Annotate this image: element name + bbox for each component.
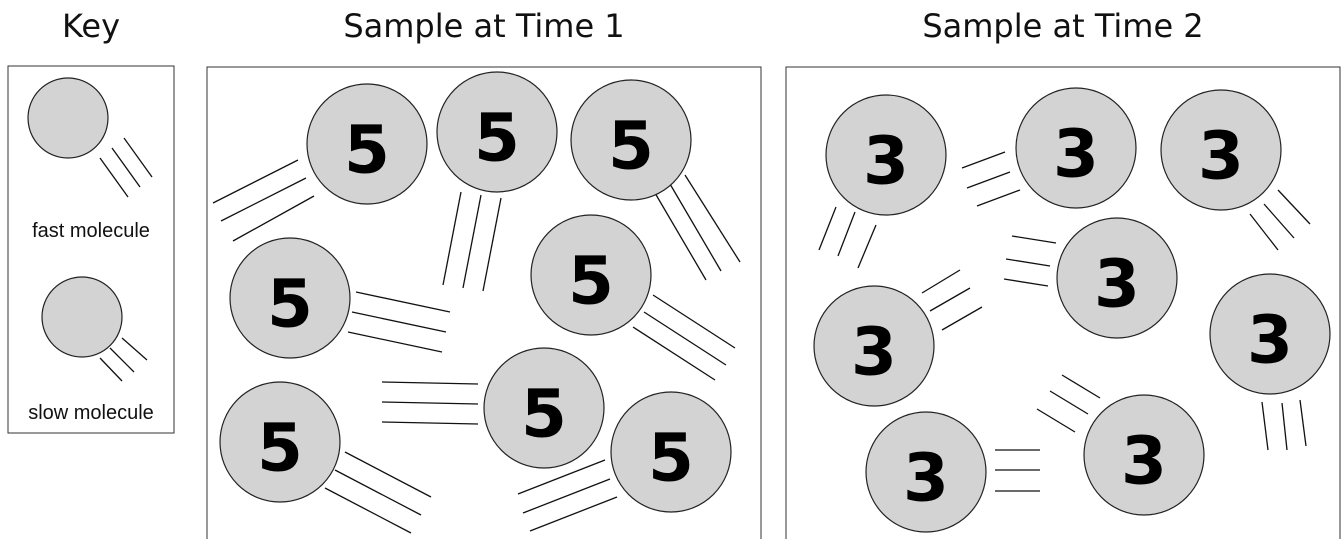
time2-molecules: 3 3 3 3 3 — [813, 87, 1331, 533]
svg-text:3: 3 — [1053, 116, 1099, 193]
svg-text:5: 5 — [521, 376, 567, 453]
molecule-slow: 3 — [961, 87, 1137, 209]
molecule-fast: 5 — [219, 381, 432, 534]
molecule-fast: 5 — [381, 347, 605, 469]
svg-text:3: 3 — [1247, 302, 1293, 379]
key-fast-label: fast molecule — [32, 220, 150, 242]
molecule-slow: 3 — [1209, 273, 1331, 451]
molecule-slow: 3 — [818, 94, 947, 269]
sample-time2-panel — [785, 66, 1341, 539]
key-fast-molecule — [27, 77, 153, 198]
svg-text:3: 3 — [1121, 423, 1167, 500]
key-slow-label: slow molecule — [28, 402, 154, 424]
svg-text:3: 3 — [1198, 118, 1244, 195]
svg-text:5: 5 — [608, 108, 654, 185]
key-panel — [7, 65, 175, 434]
svg-text:3: 3 — [863, 123, 909, 200]
molecule-fast: 5 — [229, 237, 451, 359]
molecule-slow: 3 — [1036, 374, 1205, 516]
molecule-slow: 3 — [865, 411, 1040, 533]
molecule-slow: 3 — [813, 269, 983, 407]
svg-text:5: 5 — [344, 112, 390, 189]
sample-time1-title: Sample at Time 1 — [343, 7, 625, 45]
svg-text:5: 5 — [267, 266, 313, 343]
molecule-fast: 5 — [517, 391, 732, 532]
key-title: Key — [61, 7, 120, 45]
molecule-fast: 5 — [530, 214, 736, 381]
molecule-slow: 3 — [1003, 217, 1178, 339]
sample-time2-title: Sample at Time 2 — [922, 7, 1204, 45]
svg-text:3: 3 — [851, 314, 897, 391]
key-slow-molecule — [41, 276, 148, 382]
molecule-fast: 5 — [212, 83, 428, 242]
molecule-fast: 5 — [570, 79, 741, 281]
sample-time1-panel — [206, 66, 762, 539]
molecule-slow: 3 — [1160, 89, 1311, 251]
svg-text:5: 5 — [568, 243, 614, 320]
svg-text:3: 3 — [1094, 246, 1140, 323]
svg-text:5: 5 — [257, 410, 303, 487]
svg-text:5: 5 — [648, 420, 694, 497]
svg-text:3: 3 — [903, 440, 949, 517]
molecule-fast: 5 — [436, 71, 558, 292]
time1-molecules: 5 5 5 5 5 — [212, 71, 741, 534]
svg-text:5: 5 — [474, 100, 520, 177]
